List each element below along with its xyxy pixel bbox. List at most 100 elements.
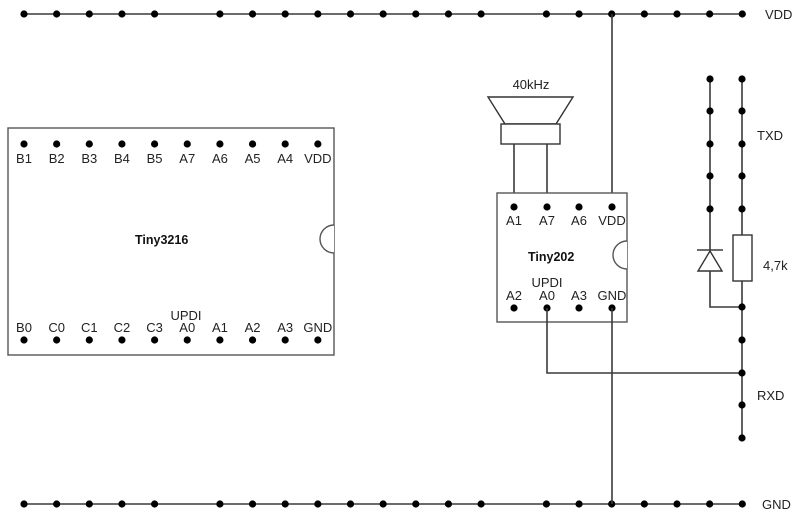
tiny202-pin-label: A2 — [506, 288, 522, 303]
gnd-rail-point — [118, 500, 126, 508]
tiny3216-pin-a2 — [248, 336, 257, 344]
diode-line-point — [706, 140, 714, 148]
tiny3216-pin-a5 — [248, 140, 257, 148]
diode-line-point — [706, 107, 714, 115]
vdd-rail-point — [281, 10, 289, 18]
speaker-40khz: 40kHz — [486, 77, 575, 207]
vdd-rail-point — [608, 10, 616, 18]
tiny3216-pin-label: GND — [303, 320, 332, 335]
vdd-rail-point — [379, 10, 387, 18]
diode-line-point — [706, 172, 714, 180]
gnd-rail-point — [640, 500, 648, 508]
tiny202-pin-label: A3 — [571, 288, 587, 303]
tiny3216-pin-label: B3 — [81, 151, 97, 166]
tiny202-pin-label: GND — [598, 288, 627, 303]
diode-line-point — [706, 205, 714, 213]
gnd-rail-point — [412, 500, 420, 508]
tiny3216-pin-label: C1 — [81, 320, 98, 335]
tiny3216-pin-label: A7 — [179, 151, 195, 166]
tiny3216-notch — [319, 224, 335, 254]
tiny3216-updi-label: UPDI — [170, 308, 201, 323]
gnd-rail-point — [20, 500, 28, 508]
tiny3216-name: Tiny3216 — [135, 233, 188, 247]
tiny3216-pin-a0 — [183, 336, 191, 344]
gnd-rail-point — [673, 500, 681, 508]
gnd-rail-point — [575, 500, 583, 508]
resistor-line-point — [738, 172, 746, 180]
gnd-rail-point — [314, 500, 322, 508]
tiny3216-pin-a4 — [281, 140, 289, 148]
vdd-rail-point — [444, 10, 453, 18]
tiny202-notch — [612, 240, 628, 270]
rxd-label: RXD — [757, 388, 784, 403]
tiny3216-pin-b4 — [118, 140, 126, 148]
diode-line-point — [706, 75, 714, 83]
tiny3216-pin-label: A1 — [212, 320, 228, 335]
gnd-rail-point — [53, 500, 61, 508]
rxd-line-point — [738, 401, 746, 409]
tiny3216-pin-label: A0 — [179, 320, 195, 335]
vdd-rail: VDD — [20, 7, 792, 22]
gnd-rail-point — [281, 500, 289, 508]
tiny3216-pin-c0 — [53, 336, 61, 344]
rxd-line-point — [738, 336, 746, 344]
tiny202-pin-a3 — [575, 304, 583, 312]
tiny202-pin-label: A0 — [539, 288, 555, 303]
tiny3216-pin-label: VDD — [304, 151, 331, 166]
vdd-rail-point — [640, 10, 648, 18]
tiny3216-pin-label: A4 — [277, 151, 293, 166]
tiny3216-pin-b0 — [20, 336, 28, 344]
tiny3216-pin-label: B0 — [16, 320, 32, 335]
tiny202-name: Tiny202 — [528, 250, 574, 264]
tiny3216-pin-label: A6 — [212, 151, 228, 166]
updi-rxd-wire — [546, 308, 742, 374]
speaker-body — [500, 123, 561, 145]
tiny3216-pin-label: C2 — [114, 320, 131, 335]
vdd-rail-point — [706, 10, 714, 18]
tiny3216-pin-b2 — [53, 140, 61, 148]
vdd-rail-point — [673, 10, 681, 18]
rxd-line-point — [738, 434, 746, 442]
vdd-rail-point — [151, 10, 159, 18]
gnd-rail-point — [85, 500, 93, 508]
tiny3216-pin-a3 — [281, 336, 289, 344]
resistor — [732, 234, 753, 282]
resistor-line-point — [738, 140, 746, 148]
tiny3216-pin-label: B5 — [147, 151, 163, 166]
rxd-line-point — [738, 369, 746, 377]
resistor-line-point — [738, 107, 746, 115]
vdd-rail-point — [248, 10, 257, 18]
vdd-rail-point — [216, 10, 224, 18]
gnd-rail-point — [346, 500, 355, 508]
gnd-rail-point — [248, 500, 257, 508]
gnd-rail-point — [151, 500, 159, 508]
speaker-label: 40kHz — [513, 77, 550, 92]
tiny3216-pin-b1 — [20, 140, 28, 148]
tiny202-pin-label: A7 — [539, 213, 555, 228]
vdd-rail-point — [346, 10, 355, 18]
vdd-rail-point — [738, 10, 746, 18]
tiny202-pin-vdd — [608, 203, 616, 211]
tiny202-pin-label: A6 — [571, 213, 587, 228]
tiny3216-pin-a6 — [216, 140, 224, 148]
tiny3216-pin-label: B1 — [16, 151, 32, 166]
gnd-rail-point — [216, 500, 224, 508]
txd-label: TXD — [757, 128, 783, 143]
vdd-rail-point — [542, 10, 551, 18]
vdd-rail-point — [412, 10, 420, 18]
vdd-rail-point — [575, 10, 583, 18]
gnd-rail-point — [706, 500, 714, 508]
tiny202-pin-a6 — [575, 203, 583, 211]
tiny3216-pin-gnd — [314, 336, 322, 344]
tiny3216-pin-label: B2 — [49, 151, 65, 166]
gnd-rail-point — [477, 500, 485, 508]
tiny202-pin-a2 — [510, 304, 518, 312]
tiny3216-pin-c1 — [85, 336, 93, 344]
tiny3216-pin-b5 — [151, 140, 159, 148]
vdd-rail-point — [53, 10, 61, 18]
rxd-line-point — [738, 303, 746, 311]
tiny202-pin-a7 — [543, 203, 551, 211]
